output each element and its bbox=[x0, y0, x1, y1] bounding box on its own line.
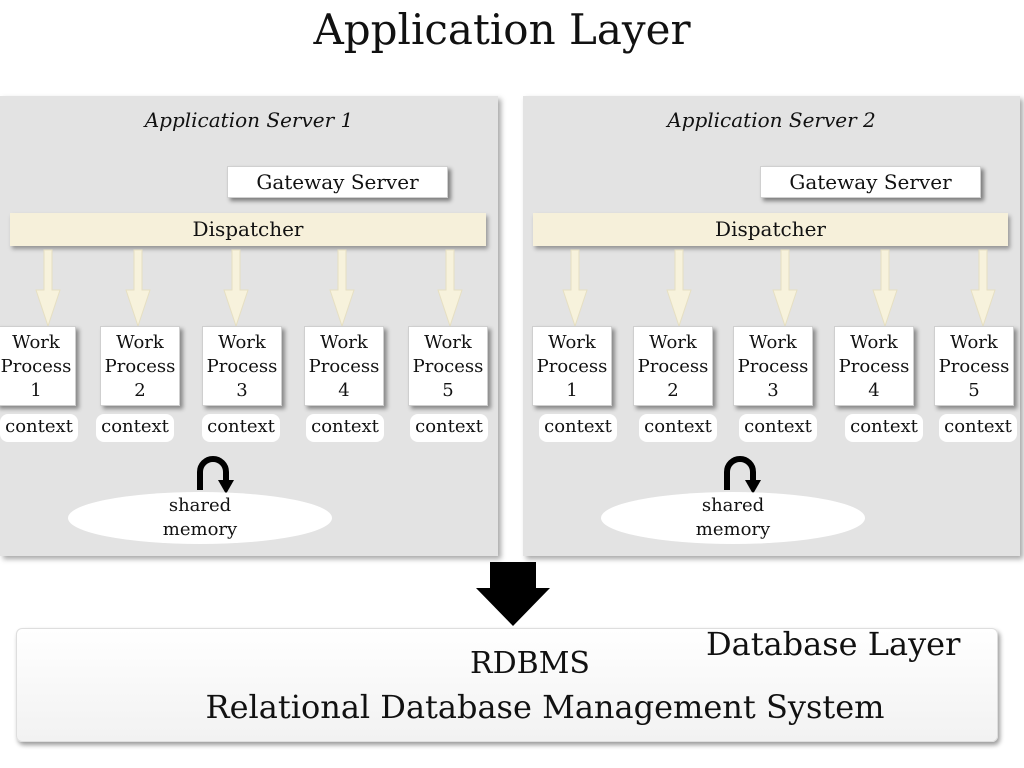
wp-label-line2: Process bbox=[838, 356, 910, 377]
work-process-box: Work Process 3 bbox=[733, 326, 813, 406]
shared-memory-ellipse: shared memory bbox=[68, 492, 332, 544]
dispatcher-bar: Dispatcher bbox=[533, 213, 1008, 246]
work-process-box: Work Process 2 bbox=[100, 326, 180, 406]
memory-label-line1: shared bbox=[168, 495, 232, 516]
down-arrow-icon bbox=[437, 249, 463, 328]
wp-label-line1: Work bbox=[649, 332, 697, 353]
application-server-2: Application Server 2 Gateway Server Disp… bbox=[523, 96, 1020, 556]
dispatcher-arrows bbox=[35, 249, 463, 328]
wp-label-line2: Process bbox=[206, 356, 278, 377]
rdbms-label: RDBMS bbox=[470, 646, 590, 681]
wp-number: 4 bbox=[868, 380, 880, 401]
wp-number: 1 bbox=[566, 380, 578, 401]
server-title: Application Server 2 bbox=[667, 108, 876, 132]
wp-label-line1: Work bbox=[850, 332, 898, 353]
wp-label-line2: Process bbox=[737, 356, 809, 377]
wp-number: 5 bbox=[442, 380, 454, 401]
wp-number: 1 bbox=[30, 380, 42, 401]
work-process-box: Work Process 2 bbox=[633, 326, 713, 406]
wp-label-line1: Work bbox=[320, 332, 368, 353]
dispatcher-arrows bbox=[562, 249, 996, 328]
context-label: context bbox=[845, 414, 923, 442]
context-label: context bbox=[0, 414, 78, 442]
wp-label-line2: Process bbox=[0, 356, 72, 377]
wp-number: 2 bbox=[134, 380, 146, 401]
down-arrow-icon bbox=[125, 249, 151, 328]
wp-label-line2: Process bbox=[637, 356, 709, 377]
wp-label-line2: Process bbox=[104, 356, 176, 377]
down-arrow-icon bbox=[872, 249, 898, 328]
loop-arrow-icon bbox=[724, 456, 761, 494]
wp-label-line1: Work bbox=[12, 332, 60, 353]
work-process-box: Work Process 5 bbox=[408, 326, 488, 406]
shared-memory-ellipse: shared memory bbox=[601, 492, 865, 544]
rdbms-full-name: Relational Database Management System bbox=[205, 688, 885, 726]
context-label: context bbox=[202, 414, 280, 442]
wp-number: 3 bbox=[767, 380, 779, 401]
down-arrow-icon bbox=[329, 249, 355, 328]
down-arrow-icon bbox=[666, 249, 692, 328]
page-title: Application Layer bbox=[313, 5, 691, 54]
database-layer-label: Database Layer bbox=[706, 625, 961, 663]
down-arrow-icon bbox=[970, 249, 996, 328]
context-label: context bbox=[410, 414, 488, 442]
wp-label-line1: Work bbox=[950, 332, 998, 353]
wp-number: 5 bbox=[968, 380, 980, 401]
down-arrow-icon bbox=[476, 562, 550, 626]
down-arrow-icon bbox=[223, 249, 249, 328]
wp-label-line2: Process bbox=[308, 356, 380, 377]
wp-label-line1: Work bbox=[548, 332, 596, 353]
wp-label-line1: Work bbox=[749, 332, 797, 353]
work-process-box: Work Process 4 bbox=[834, 326, 914, 406]
work-process-box: Work Process 1 bbox=[0, 326, 76, 406]
wp-number: 3 bbox=[236, 380, 248, 401]
wp-number: 4 bbox=[338, 380, 350, 401]
work-process-box: Work Process 5 bbox=[934, 326, 1014, 406]
context-label: context bbox=[639, 414, 717, 442]
wp-label-line1: Work bbox=[116, 332, 164, 353]
memory-label-line1: shared bbox=[701, 495, 765, 516]
context-label: context bbox=[739, 414, 817, 442]
memory-label-line2: memory bbox=[162, 519, 238, 540]
wp-label-line2: Process bbox=[412, 356, 484, 377]
down-arrow-icon bbox=[562, 249, 588, 328]
gateway-server-box: Gateway Server bbox=[760, 166, 981, 198]
database-box bbox=[16, 628, 998, 742]
work-process-box: Work Process 4 bbox=[304, 326, 384, 406]
gateway-server-box: Gateway Server bbox=[227, 166, 448, 198]
wp-label-line1: Work bbox=[218, 332, 266, 353]
wp-number: 2 bbox=[667, 380, 679, 401]
wp-label-line2: Process bbox=[536, 356, 608, 377]
memory-label-line2: memory bbox=[695, 519, 771, 540]
work-process-box: Work Process 3 bbox=[202, 326, 282, 406]
loop-arrow-icon bbox=[197, 456, 234, 494]
application-server-1: Application Server 1 Gateway Server Disp… bbox=[0, 96, 498, 556]
work-process-box: Work Process 1 bbox=[532, 326, 612, 406]
context-label: context bbox=[939, 414, 1017, 442]
context-label: context bbox=[306, 414, 384, 442]
down-arrow-icon bbox=[35, 249, 61, 328]
wp-label-line2: Process bbox=[938, 356, 1010, 377]
wp-label-line1: Work bbox=[424, 332, 472, 353]
down-arrow-icon bbox=[772, 249, 798, 328]
server-title: Application Server 1 bbox=[144, 108, 354, 132]
context-label: context bbox=[96, 414, 174, 442]
context-label: context bbox=[539, 414, 617, 442]
dispatcher-bar: Dispatcher bbox=[10, 213, 486, 246]
